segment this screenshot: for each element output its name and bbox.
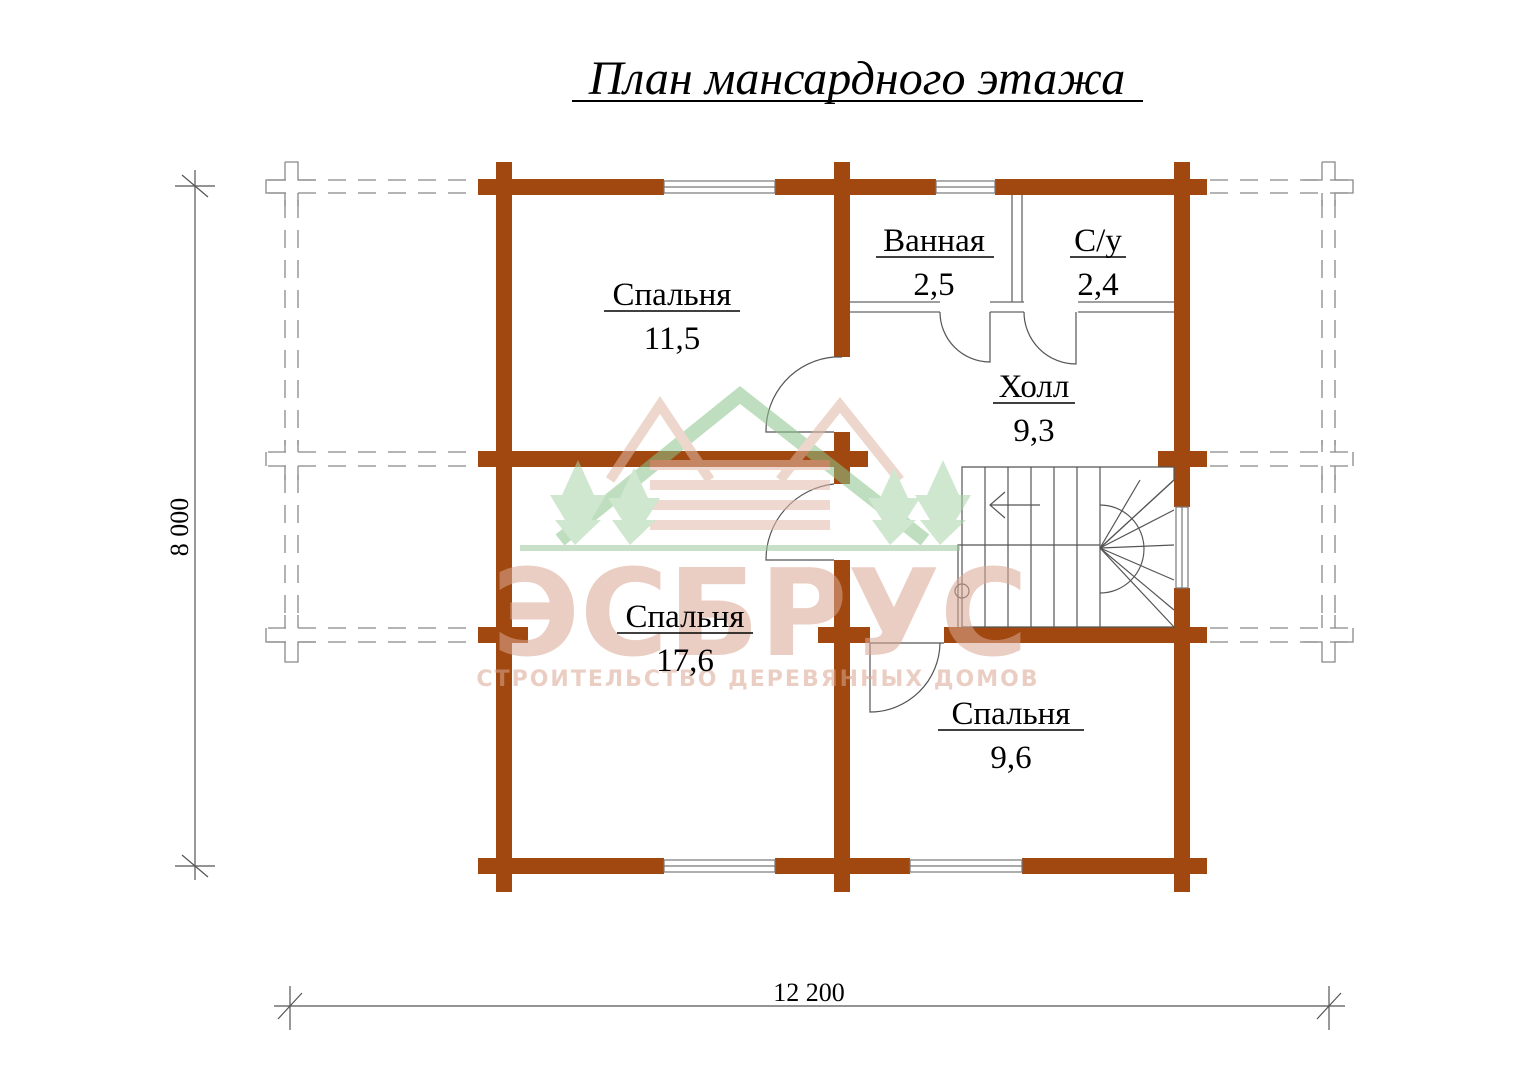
room-bathroom: Ванная 2,5 — [876, 223, 994, 303]
room-area: 9,3 — [1013, 413, 1054, 449]
door-bathroom — [939, 311, 991, 363]
room-bedroom-1: Спальня 11,5 — [604, 277, 740, 357]
room-name: Ванная — [883, 223, 985, 259]
wall-bottom-1 — [478, 858, 664, 874]
wall-stub-right — [1158, 451, 1207, 467]
room-name: С/у — [1074, 223, 1122, 259]
wall-outer-right-upper — [1174, 162, 1190, 507]
room-name: Спальня — [626, 599, 745, 635]
room-name: Спальня — [613, 277, 732, 313]
dimension-width — [274, 986, 1345, 1030]
room-area: 11,5 — [644, 321, 701, 357]
plan-title-group: План мансардного этажа — [572, 52, 1143, 105]
room-area: 9,6 — [990, 740, 1031, 776]
partitions — [850, 195, 1174, 313]
room-bedroom-2: Спальня 17,6 — [617, 599, 753, 679]
wall-stub-left-lower — [478, 627, 528, 643]
dashed-outline-crosses — [265, 161, 1354, 663]
wall-outer-right-lower — [1174, 588, 1190, 892]
room-name: Холл — [999, 369, 1070, 405]
wall-top-3 — [995, 179, 1207, 195]
wall-bottom-3 — [1022, 858, 1207, 874]
room-area: 2,5 — [913, 267, 954, 303]
wall-outer-left — [496, 162, 512, 892]
wall-lower-mid — [818, 627, 870, 643]
wall-top-2 — [775, 179, 936, 195]
room-name: Спальня — [952, 696, 1071, 732]
dimension-height — [175, 170, 215, 880]
wall-top-1 — [478, 179, 664, 195]
room-labels: Спальня 11,5 Ванная 2,5 С/у 2,4 Холл 9,3… — [604, 223, 1126, 776]
wall-lower-right — [944, 627, 1207, 643]
plan-title: План мансардного этажа — [588, 52, 1125, 105]
windows — [663, 180, 1189, 873]
room-bedroom-3: Спальня 9,6 — [938, 696, 1084, 776]
watermark-tagline: СТРОИТЕЛЬСТВО ДЕРЕВЯННЫХ ДОМОВ — [476, 667, 1039, 692]
room-hall: Холл 9,3 — [993, 369, 1075, 449]
room-area: 17,6 — [656, 643, 714, 679]
watermark-brand: ЭСБРУС — [492, 545, 1028, 684]
room-toilet: С/у 2,4 — [1070, 223, 1126, 303]
wall-mid-upper — [834, 162, 850, 357]
dimension-width-label: 12 200 — [773, 978, 845, 1007]
watermark-logo: ЭСБРУС СТРОИТЕЛЬСТВО ДЕРЕВЯННЫХ ДОМОВ — [476, 386, 1039, 692]
walls — [478, 162, 1207, 892]
door-bedroom-3 — [869, 642, 941, 713]
door-toilet — [1023, 311, 1077, 365]
room-area: 2,4 — [1077, 267, 1118, 303]
dimension-height-label: 8 000 — [165, 498, 194, 557]
